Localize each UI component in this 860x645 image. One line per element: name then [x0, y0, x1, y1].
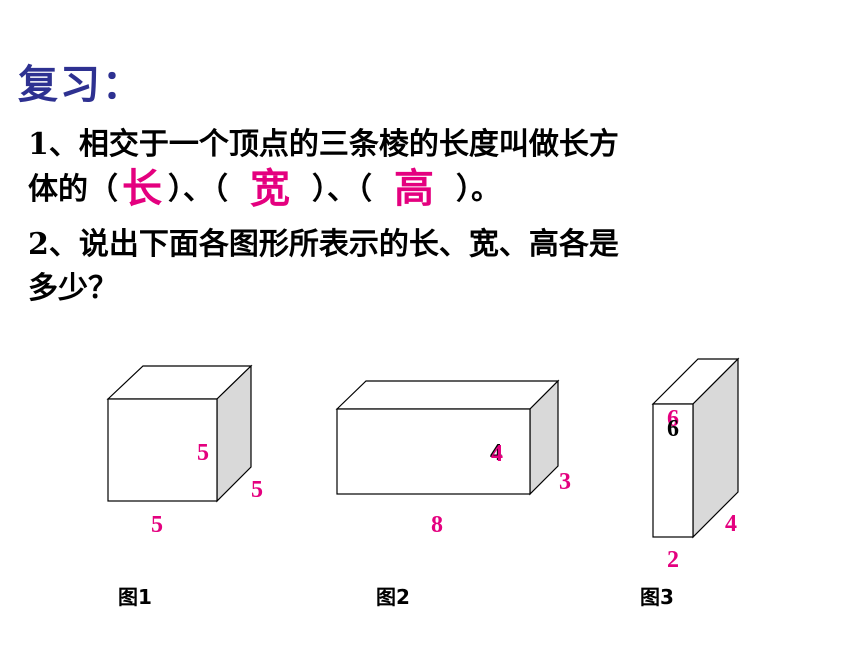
figure-2-height-shadow-label: 4 [490, 440, 502, 466]
question-1-line-1: 1、相交于一个顶点的三条棱的长度叫做长方 [28, 127, 619, 162]
figure-3-width-label: 4 [725, 511, 737, 537]
question-1-separator-2: ）、（ [312, 172, 372, 207]
figure-2-width-label: 3 [559, 469, 571, 495]
figure-2-front-face [336, 408, 531, 495]
question-1-prefix: 体的（ [28, 172, 118, 207]
figure-1-height-label: 5 [197, 440, 209, 466]
figure-1-width-label: 5 [251, 477, 263, 503]
page-title: 复习： [18, 62, 144, 108]
figure-2-cuboid: 4 4 3 8 图2 [335, 379, 571, 609]
question-1-line-2: 体的（长）、（宽）、（高）。 [28, 166, 501, 213]
answer-length: 长 [122, 166, 162, 212]
answer-height: 高 [394, 166, 434, 212]
figure-2-caption: 图2 [376, 585, 410, 609]
figure-1-caption: 图1 [118, 585, 152, 609]
figure-2-length-label: 8 [431, 512, 443, 538]
question-2-line-2: 多少？ [28, 271, 118, 306]
figure-1-cuboid: 5 5 5 图1 [106, 364, 263, 609]
figure-1-length-label: 5 [151, 512, 163, 538]
figure-2-height-label: 4 [491, 441, 503, 467]
figure-3-caption: 图3 [640, 585, 674, 609]
figure-1-front-face [107, 398, 218, 502]
figure-3-height-overlay-label: 6 [667, 416, 679, 442]
figure-2-top-face [335, 380, 560, 410]
question-1-separator-1: ）、（ [168, 172, 228, 207]
figure-3-length-label: 2 [667, 547, 679, 573]
answer-width: 宽 [250, 166, 290, 212]
question-1-suffix: ）。 [456, 172, 501, 207]
figure-3-height-label: 6 [667, 406, 679, 432]
figure-3-cuboid: 6 6 4 2 图3 [640, 357, 740, 609]
figure-3-front-face [652, 403, 694, 538]
question-2-line-1: 2、说出下面各图形所表示的长、宽、高各是 [28, 227, 619, 262]
